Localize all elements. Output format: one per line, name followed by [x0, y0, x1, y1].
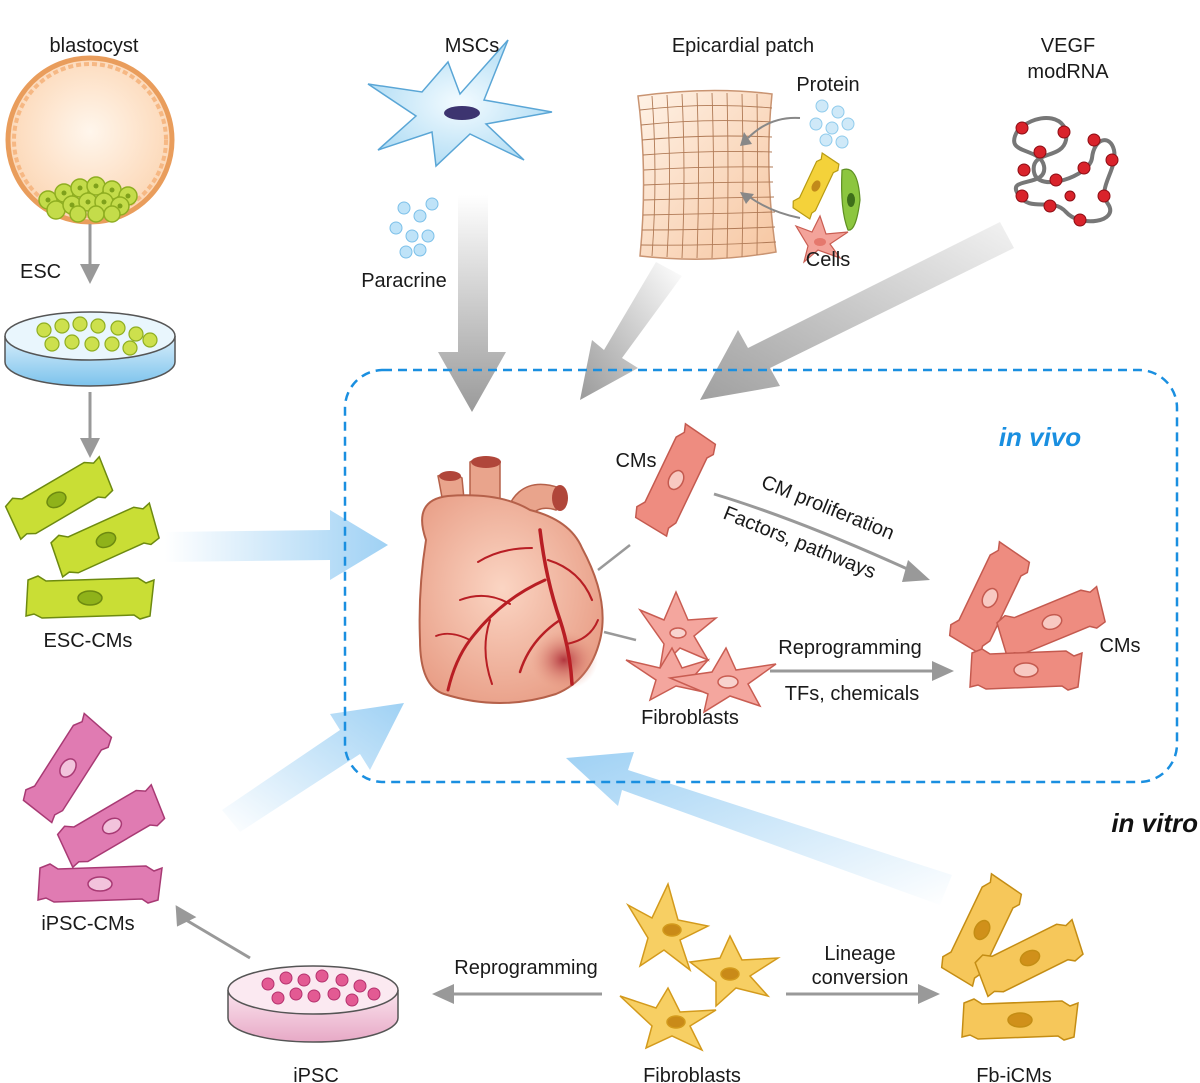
in-vivo-cm-illustration — [634, 422, 717, 538]
in-vivo-fibroblasts-illustration — [625, 590, 777, 714]
in-vivo-cms-cluster-illustration — [948, 540, 1106, 691]
in-vivo-box — [343, 368, 1179, 784]
blastocyst-label: blastocyst — [50, 35, 139, 57]
blastocyst-illustration — [5, 55, 175, 225]
esc-cms-illustration — [4, 455, 160, 620]
ipsc-culture-dish — [227, 965, 399, 1043]
fb-icms-to-heart-arrow — [566, 752, 952, 905]
bottom-fibroblasts-label: Fibroblasts — [643, 1065, 741, 1083]
arrowhead-icon — [740, 132, 752, 146]
cells-to-patch-arrow — [747, 195, 801, 219]
arrowhead-icon — [432, 984, 454, 1004]
mscs-label: MSCs — [445, 35, 499, 57]
lineage-label-line2: conversion — [812, 967, 909, 989]
protein-vesicles — [809, 99, 855, 149]
vegf-label-line2: modRNA — [1027, 61, 1109, 83]
vegf-label-line1: VEGF — [1041, 35, 1095, 57]
paracrine-label: Paracrine — [361, 270, 447, 292]
paracrine-vesicles — [389, 197, 439, 259]
vegf-to-heart-arrow — [700, 222, 1014, 400]
ipsc-cms-label: iPSC-CMs — [41, 913, 134, 935]
arrowhead-icon — [918, 984, 940, 1004]
ipsc-to-ipsccms-arrow — [185, 918, 251, 960]
cells-label: Cells — [806, 249, 850, 271]
arrowhead-icon — [175, 905, 197, 927]
msc-cell-illustration — [367, 39, 553, 168]
in-vivo-title: in vivo — [999, 422, 1081, 452]
esc-culture-dish — [4, 311, 176, 387]
arrowhead-icon — [932, 661, 954, 681]
in-vitro-title: in vitro — [1111, 808, 1198, 838]
vegf-modrna-illustration — [1012, 115, 1119, 227]
tfs-chemicals-label: TFs, chemicals — [785, 683, 919, 705]
protein-to-patch-arrow — [747, 116, 801, 139]
in-vivo-cms-label: CMs — [615, 450, 656, 472]
arrowhead-icon — [80, 264, 100, 284]
heart-illustration — [418, 456, 604, 704]
arrowhead-icon — [80, 438, 100, 458]
fb-icms-label: Fb-iCMs — [976, 1065, 1052, 1083]
in-vivo-fibroblasts-label: Fibroblasts — [641, 707, 739, 729]
ipsc-cms-to-heart-arrow — [222, 703, 404, 832]
mscs-to-heart-arrow — [438, 195, 506, 412]
in-vivo-reprogramming-label: Reprogramming — [778, 637, 921, 659]
epicardial-patch-illustration — [637, 89, 777, 260]
epicardial-patch-label: Epicardial patch — [672, 35, 814, 57]
arrowhead-icon — [740, 192, 754, 204]
esc-label: ESC — [20, 261, 61, 283]
patch-cells-illustration — [792, 152, 861, 264]
lineage-label-line1: Lineage — [824, 943, 895, 965]
cm-proliferation-arrow — [713, 492, 915, 574]
ipsc-label: iPSC — [293, 1065, 339, 1083]
esc-cms-label: ESC-CMs — [44, 630, 133, 652]
fb-icms-illustration — [940, 872, 1084, 1041]
esc-cms-to-heart-arrow — [165, 510, 388, 580]
in-vivo-cms-right-label: CMs — [1099, 635, 1140, 657]
bottom-fibroblasts-illustration — [619, 881, 781, 1052]
arrowhead-icon — [902, 560, 930, 582]
in-vitro-reprogramming-label: Reprogramming — [454, 957, 597, 979]
ipsc-cms-illustration — [22, 712, 166, 904]
patch-to-heart-arrow — [580, 262, 682, 400]
protein-label: Protein — [796, 74, 859, 96]
heart-to-fibroblasts-connector — [603, 630, 637, 642]
heart-to-cms-connector — [597, 544, 631, 571]
